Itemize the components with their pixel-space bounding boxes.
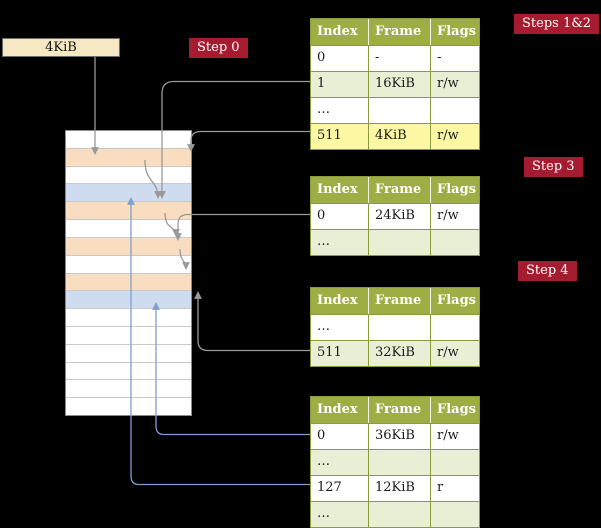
badge-steps-1-2: Steps 1&2	[514, 14, 600, 34]
table-cell: …	[317, 102, 330, 117]
table-cell	[368, 450, 430, 475]
memory-frame-row	[66, 165, 191, 184]
table-cell: r	[430, 476, 479, 501]
table-cell: -	[430, 46, 479, 71]
table-cell	[430, 450, 479, 475]
column-header: Frame	[368, 288, 430, 314]
table-cell: …	[317, 234, 330, 249]
table-cell: 1	[317, 76, 326, 91]
table-row: …	[311, 97, 479, 123]
memory-frame-row	[66, 254, 191, 273]
table-cell: 0	[317, 208, 326, 223]
table-cell: 4KiB	[368, 124, 430, 149]
badge-step-0: Step 0	[189, 38, 248, 58]
table-cell: 0	[317, 50, 326, 65]
table-row: …	[311, 501, 479, 527]
column-header: Frame	[368, 397, 430, 423]
table-cell	[430, 315, 479, 340]
table-cell: -	[368, 46, 430, 71]
table-cell: …	[317, 454, 330, 469]
table-row: 0 --	[311, 45, 479, 71]
table-cell: 127	[317, 480, 342, 495]
memory-frame-row	[66, 236, 191, 255]
memory-frame-row	[66, 343, 191, 362]
table-cell: r/w	[430, 72, 479, 97]
column-header: Frame	[368, 19, 430, 45]
table-cell: 16KiB	[368, 72, 430, 97]
table-row: …	[311, 229, 479, 255]
table-cell	[368, 230, 430, 255]
table-cell	[430, 98, 479, 123]
column-header: Index	[317, 24, 358, 39]
memory-frame-row	[66, 201, 191, 220]
column-header: Index	[317, 293, 358, 308]
table-cell: 32KiB	[368, 341, 430, 366]
table-cell: 511	[317, 128, 342, 143]
table-cell	[368, 502, 430, 527]
memory-frame-row	[66, 183, 191, 202]
table-cell: 12KiB	[368, 476, 430, 501]
table-cell	[368, 98, 430, 123]
memory-frame-row	[66, 219, 191, 237]
memory-frame-row	[66, 272, 191, 291]
table-cell: r/w	[430, 204, 479, 229]
column-header: Flags	[430, 19, 479, 45]
arrow-l2-entry511-to-32kib	[194, 291, 310, 352]
table-cell	[368, 315, 430, 340]
table-cell: 36KiB	[368, 424, 430, 449]
arrow-l3-entry0-to-24kib	[174, 213, 310, 241]
table-row: …	[311, 449, 479, 475]
column-header: Flags	[430, 397, 479, 423]
table-cell: 0	[317, 428, 326, 443]
memory-frame-row	[66, 147, 191, 166]
column-header: Flags	[430, 288, 479, 314]
arrow-l4-entry511-recursive-to-4kib	[187, 130, 310, 152]
physical-memory-column	[65, 130, 192, 416]
memory-frame-row	[66, 290, 191, 309]
badge-step-3: Step 3	[524, 157, 583, 177]
table-row: …	[311, 314, 479, 340]
column-header: Index	[317, 182, 358, 197]
memory-frame-row	[66, 397, 191, 415]
badge-step-4: Step 4	[518, 261, 577, 281]
table-cell: …	[317, 319, 330, 334]
column-header: Index	[317, 402, 358, 417]
table-cell: 511	[317, 345, 342, 360]
memory-frame-row	[66, 131, 191, 148]
table-cell: r/w	[430, 424, 479, 449]
table-cell: r/w	[430, 124, 479, 149]
memory-frame-row	[66, 325, 191, 344]
table-cell: r/w	[430, 341, 479, 366]
table-cell: …	[317, 506, 330, 521]
cr3-frame-box: 4KiB	[2, 38, 120, 57]
memory-frame-row	[66, 379, 191, 398]
table-cell	[430, 230, 479, 255]
column-header: Flags	[430, 177, 479, 203]
table-cell: 24KiB	[368, 204, 430, 229]
column-header: Frame	[368, 177, 430, 203]
memory-frame-row	[66, 308, 191, 326]
memory-frame-row	[66, 361, 191, 380]
table-cell	[430, 502, 479, 527]
